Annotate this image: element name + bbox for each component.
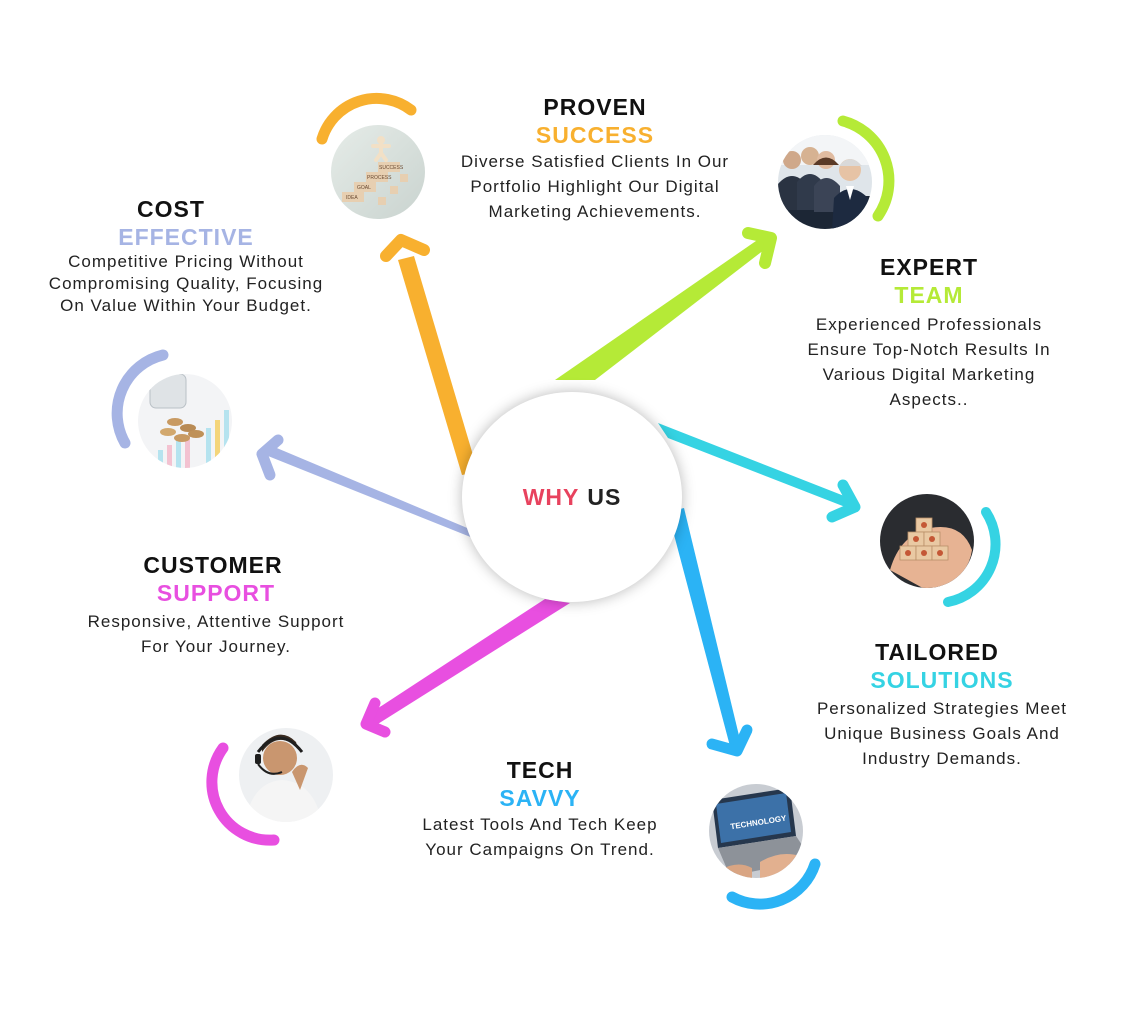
desc-line: Personalized Strategies Meet xyxy=(816,699,1068,718)
why-us-center: WHY US xyxy=(462,392,682,602)
arc-tech-savvy xyxy=(726,858,821,910)
desc-tailored-solutions: Personalized Strategies Meet Unique Busi… xyxy=(788,696,1096,771)
desc-line: Latest Tools And Tech Keep xyxy=(422,815,658,834)
desc-line: Diverse Satisfied Clients In Our xyxy=(460,152,730,171)
title-effective: EFFECTIVE xyxy=(118,224,254,250)
desc-line: Your Campaigns On Trend. xyxy=(425,840,655,859)
arc-customer-support xyxy=(206,742,280,846)
desc-line: Compromising Quality, Focusing xyxy=(48,274,324,293)
title-expert: EXPERT xyxy=(879,254,979,280)
arc-proven-success xyxy=(316,92,417,145)
arrow-customer-support xyxy=(360,599,570,738)
title-solutions: SOLUTIONS xyxy=(870,667,1014,693)
title-cost: COST xyxy=(137,196,205,222)
stair-label-process: PROCESS xyxy=(367,175,392,181)
title-tech: TECH xyxy=(506,757,574,783)
desc-proven-success: Diverse Satisfied Clients In Our Portfol… xyxy=(440,149,750,224)
desc-customer-support: Responsive, Attentive Support For Your J… xyxy=(66,609,366,659)
arc-tailored-solutions xyxy=(943,507,1001,607)
desc-line: On Value Within Your Budget. xyxy=(60,296,312,315)
desc-line: Experienced Professionals xyxy=(815,315,1043,334)
support-agent-image xyxy=(239,728,333,822)
item-tailored-solutions: TAILORED SOLUTIONS Personalized Strategi… xyxy=(788,638,1096,771)
title-savvy: SAVVY xyxy=(499,785,581,811)
desc-line: Responsive, Attentive Support xyxy=(87,612,345,631)
desc-line: Competitive Pricing Without xyxy=(68,252,304,271)
arrow-tech-savvy xyxy=(668,508,753,757)
desc-line: Unique Business Goals And xyxy=(824,724,1060,743)
item-cost-effective: COST EFFECTIVE Competitive Pricing Witho… xyxy=(26,195,346,317)
item-customer-support: CUSTOMER SUPPORT Responsive, Attentive S… xyxy=(66,551,366,659)
item-expert-team: EXPERT TEAM Experienced Professionals En… xyxy=(784,253,1074,412)
stair-label-success: SUCCESS xyxy=(379,165,404,171)
hand-blocks-image xyxy=(880,494,974,588)
desc-line: Marketing Achievements. xyxy=(488,202,702,221)
title-success: SUCCESS xyxy=(535,122,655,148)
stair-label-idea: IDEA xyxy=(346,195,358,201)
title-team: TEAM xyxy=(894,282,964,308)
success-staircase-image: IDEA GOAL PROCESS SUCCESS xyxy=(331,125,425,219)
title-customer: CUSTOMER xyxy=(143,552,283,578)
arrow-tailored-solutions xyxy=(658,423,861,523)
desc-line: Industry Demands. xyxy=(862,749,1022,768)
desc-tech-savvy: Latest Tools And Tech Keep Your Campaign… xyxy=(395,812,685,862)
center-word-us: US xyxy=(587,483,622,510)
business-team-image xyxy=(778,135,872,229)
item-tech-savvy: TECH SAVVY Latest Tools And Tech Keep Yo… xyxy=(395,756,685,862)
coins-chart-image xyxy=(138,374,232,468)
desc-expert-team: Experienced Professionals Ensure Top-Not… xyxy=(784,312,1074,412)
arrow-cost-effective xyxy=(256,434,478,540)
desc-cost-effective: Competitive Pricing Without Compromising… xyxy=(26,251,346,317)
title-proven: PROVEN xyxy=(543,94,647,120)
desc-line: Aspects.. xyxy=(889,390,969,409)
arc-expert-team xyxy=(837,115,895,222)
desc-line: Portfolio Highlight Our Digital xyxy=(470,177,720,196)
stair-label-goal: GOAL xyxy=(357,185,371,191)
desc-line: For Your Journey. xyxy=(141,637,291,656)
laptop-technology-image: TECHNOLOGY xyxy=(709,784,803,878)
title-tailored: TAILORED xyxy=(875,639,999,665)
title-support: SUPPORT xyxy=(156,580,276,606)
arc-cost-effective xyxy=(111,349,169,449)
item-proven-success: PROVEN SUCCESS Diverse Satisfied Clients… xyxy=(440,93,750,224)
desc-line: Various Digital Marketing xyxy=(822,365,1036,384)
desc-line: Ensure Top-Notch Results In xyxy=(807,340,1051,359)
arrow-expert-team xyxy=(555,227,777,380)
arrow-proven-success xyxy=(380,234,478,475)
center-word-why: WHY xyxy=(522,483,580,510)
